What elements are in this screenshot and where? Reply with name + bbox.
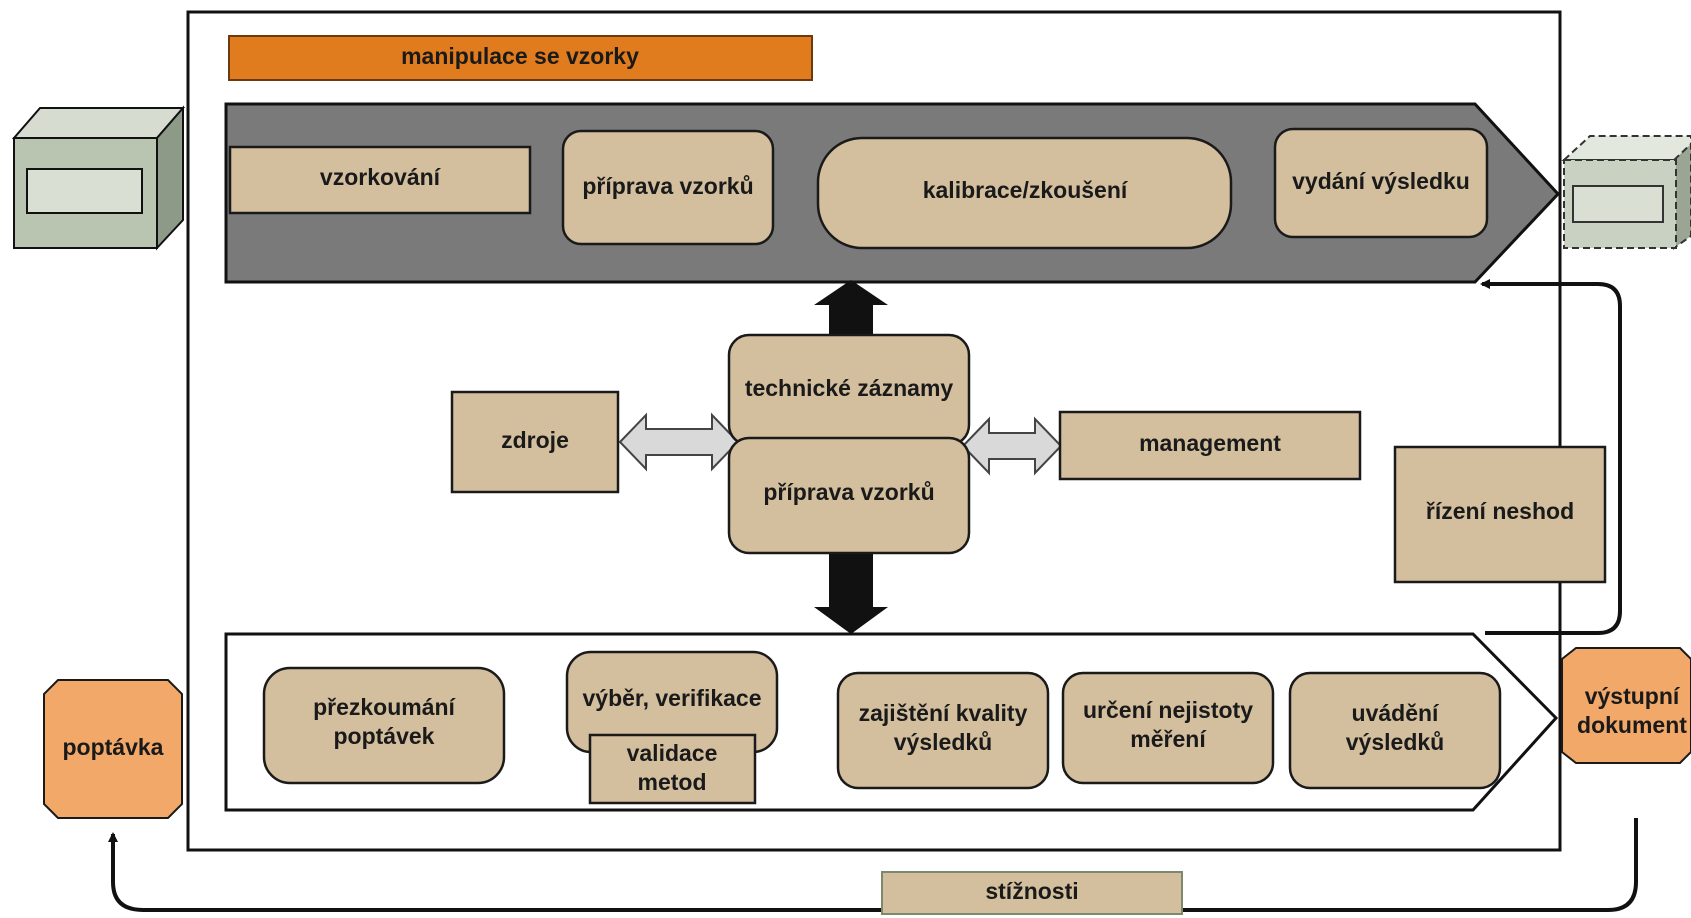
management-label: management — [1139, 430, 1281, 456]
uncertainty-box: určení nejistoty měření — [1061, 671, 1275, 785]
method-validation-box: validace metod — [588, 733, 757, 805]
inquiry-review-label-2: poptávek — [334, 723, 435, 749]
up-arrow — [814, 280, 888, 340]
complaints-return-arrow — [108, 818, 1638, 912]
inquiry-review-box: přezkoumání poptávek — [262, 666, 506, 785]
step-calibration-testing: kalibrace/zkoušení — [816, 136, 1233, 250]
technical-records-label: technické záznamy — [745, 375, 954, 401]
nonconformity-box: řízení neshod — [1393, 445, 1607, 584]
sample-handling-label: manipulace se vzorky — [401, 43, 639, 69]
inquiry-box: poptávka — [43, 679, 183, 819]
complaints-label: stížnosti — [985, 878, 1078, 904]
complaints-box: stížnosti — [881, 871, 1183, 915]
output-document-label-1: výstupní — [1585, 683, 1681, 709]
method-selection-box: výběr, verifikace — [565, 650, 779, 754]
down-arrow — [814, 552, 888, 634]
uncertainty-label-1: určení nejistoty — [1083, 697, 1253, 723]
quality-assurance-label-2: výsledků — [894, 729, 992, 755]
step-calibration-testing-label: kalibrace/zkoušení — [923, 177, 1129, 203]
method-validation-label-2: metod — [638, 769, 707, 795]
nonconformity-feedback-arrow — [1480, 279, 1622, 635]
nonconformity-label: řízení neshod — [1426, 498, 1574, 524]
result-reporting-label-1: uvádění — [1352, 700, 1441, 726]
method-selection-label: výběr, verifikace — [582, 685, 761, 711]
output-document-label-2: dokument — [1577, 712, 1687, 738]
quality-assurance-label-1: zajištění kvality — [859, 700, 1028, 726]
step-result-release-label: vydání výsledku — [1292, 168, 1470, 194]
step-sample-prep-label: příprava vzorků — [582, 173, 753, 199]
quality-assurance-box: zajištění kvality výsledků — [836, 671, 1050, 790]
center-sample-prep-label: příprava vzorků — [763, 479, 934, 505]
step-sampling: vzorkování — [228, 145, 532, 215]
management-box: management — [1058, 410, 1362, 481]
inquiry-label: poptávka — [63, 734, 164, 760]
input-machine-icon — [11, 105, 186, 251]
technical-records-box: technické záznamy — [727, 333, 971, 447]
center-sample-prep-box: příprava vzorků — [727, 436, 971, 555]
result-reporting-label-2: výsledků — [1346, 729, 1444, 755]
step-sampling-label: vzorkování — [320, 164, 442, 190]
resources-box: zdroje — [450, 390, 620, 494]
method-validation-label-1: validace — [627, 740, 718, 766]
output-machine-icon — [1561, 135, 1691, 250]
uncertainty-label-2: měření — [1130, 726, 1207, 752]
sample-handling-header: manipulace se vzorky — [228, 35, 813, 81]
result-reporting-box: uvádění výsledků — [1288, 671, 1502, 790]
resources-label: zdroje — [501, 427, 569, 453]
inquiry-review-label-1: přezkoumání — [313, 694, 456, 720]
step-result-release: vydání výsledku — [1273, 127, 1489, 239]
step-sample-prep: příprava vzorků — [561, 129, 775, 246]
output-document-box: výstupní dokument — [1561, 647, 1691, 764]
